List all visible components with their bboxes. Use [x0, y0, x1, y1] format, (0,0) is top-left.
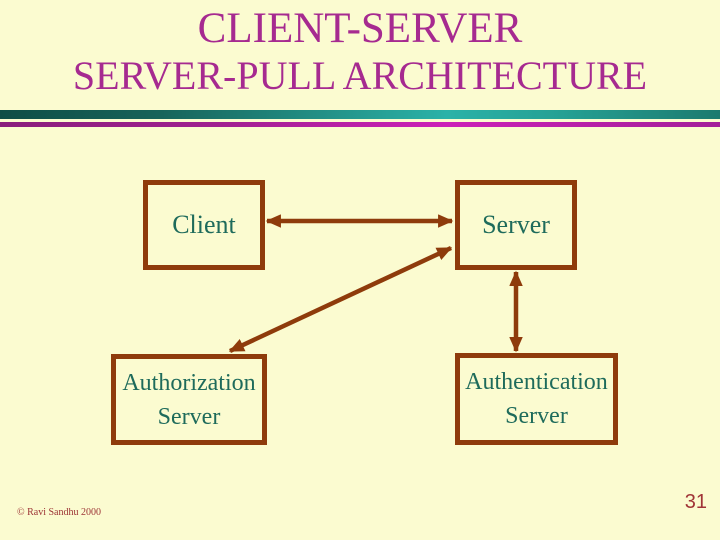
- client-node-label: Client: [172, 210, 236, 239]
- server-node: Server: [455, 180, 577, 270]
- server-node-label: Server: [482, 210, 550, 239]
- divider-magenta-bar: [0, 122, 720, 127]
- authentication-server-label-line2: Server: [505, 403, 568, 429]
- slide-number: 31: [684, 491, 707, 513]
- copyright-footer: © Ravi Sandhu 2000: [17, 507, 101, 518]
- authorization-server-label-line2: Server: [157, 403, 221, 430]
- divider-teal-bar: [0, 110, 720, 119]
- authentication-server-node: Authentication Server: [455, 353, 618, 445]
- authorization-server-node: Authorization Server: [111, 354, 267, 445]
- client-node: Client: [143, 180, 265, 270]
- slide-title-line-1: CLIENT-SERVER: [197, 5, 523, 52]
- authorization-server-label-line1: Authorization: [122, 369, 256, 396]
- authentication-server-label-line1: Authentication: [465, 369, 608, 395]
- slide-title-line-2: SERVER-PULL ARCHITECTURE: [72, 53, 648, 98]
